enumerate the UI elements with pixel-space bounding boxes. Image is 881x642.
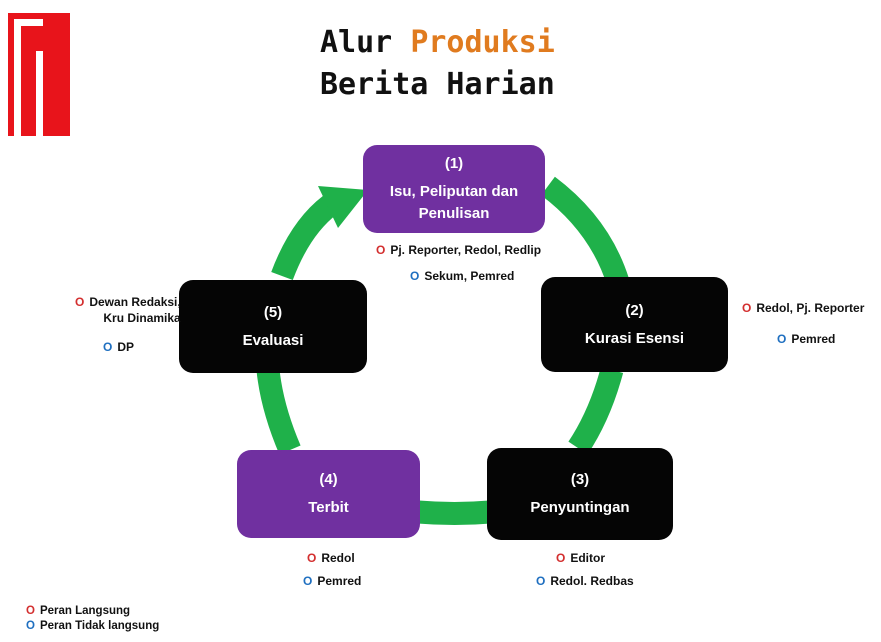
step-1-number: (1) — [444, 155, 464, 172]
step-2-label: Kurasi Esensi — [584, 329, 685, 347]
arrow-4-5 — [256, 368, 301, 455]
step-5-label: Evaluasi — [242, 331, 304, 349]
logo — [8, 13, 70, 136]
step-1-label: Isu, Peliputan dan Penulisan — [389, 183, 519, 222]
title-line2: Berita Harian — [320, 67, 555, 102]
arrow-2-3 — [568, 366, 624, 455]
step-4-label: Terbit — [308, 499, 349, 516]
arrow-1-2 — [540, 176, 629, 286]
arrow-3-4 — [417, 500, 491, 525]
arrow-5-1 — [271, 195, 338, 281]
step-1-box: (1) Isu, Peliputan dan Penulisan — [363, 145, 545, 233]
step-4-number: (4) — [319, 471, 338, 488]
step-3-box: (3) Penyuntingan — [487, 448, 673, 540]
diagram-title: Alur Produksi Berita Harian — [320, 22, 555, 106]
step-2-number: (2) — [625, 301, 644, 319]
step-3-number: (3) — [570, 471, 590, 488]
step-2-box: (2) Kurasi Esensi — [541, 277, 728, 372]
title-part1: Alur — [320, 25, 393, 60]
step-5-number: (5) — [263, 303, 283, 321]
step-5-box: (5) Evaluasi — [179, 280, 367, 373]
arrowhead-1 — [318, 186, 368, 228]
step-3-label: Penyuntingan — [530, 499, 630, 516]
step-4-box: (4) Terbit — [237, 450, 420, 538]
title-part2: Produksi — [410, 25, 555, 60]
